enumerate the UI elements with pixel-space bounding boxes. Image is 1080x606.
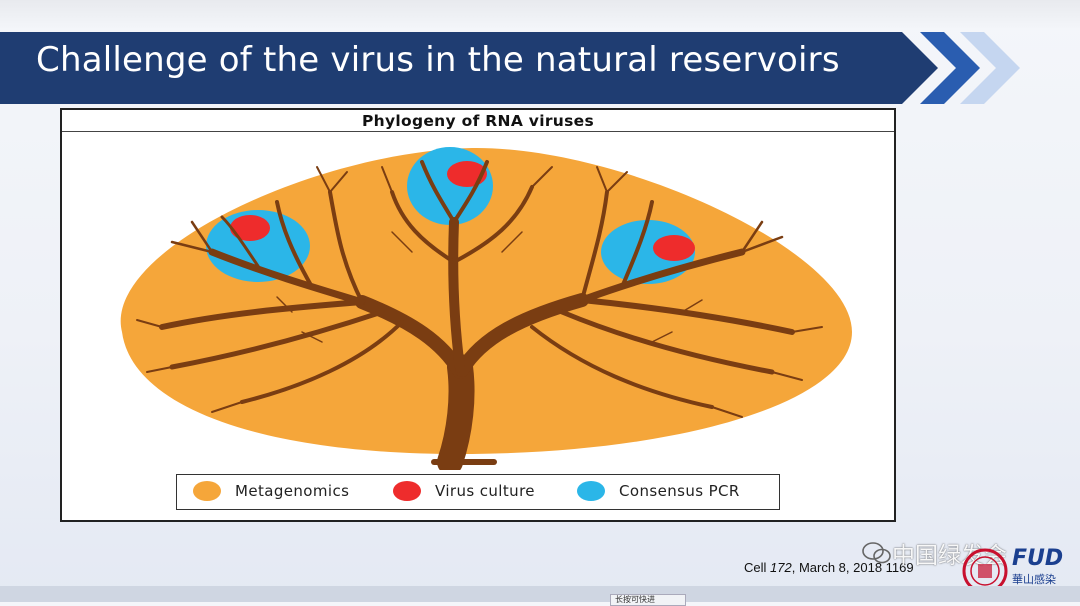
slide-title: Challenge of the virus in the natural re… (36, 40, 840, 80)
legend-label-virus-culture: Virus culture (435, 482, 535, 500)
figure-title: Phylogeny of RNA viruses (362, 112, 594, 130)
legend-item-consensus-pcr: Consensus PCR (577, 481, 740, 501)
fast-forward-tab[interactable]: 长按可快进 (610, 594, 686, 606)
metagenomics-swatch (193, 481, 221, 501)
chevron-icon (920, 32, 980, 104)
citation: Cell 172, March 8, 2018 1169 (744, 560, 914, 575)
citation-rest: , March 8, 2018 1169 (791, 560, 914, 575)
tree-illustration (120, 147, 852, 470)
top-strip (0, 0, 1080, 30)
legend-item-metagenomics: Metagenomics (193, 481, 349, 501)
banner-shape (0, 32, 1020, 104)
virus-culture-swatch (393, 481, 421, 501)
phylogeny-figure: Phylogeny of RNA viruses (60, 108, 896, 522)
citation-journal: Cell (744, 560, 771, 575)
legend-label-consensus-pcr: Consensus PCR (619, 482, 740, 500)
logo-subtext: 華山感染 (1012, 573, 1056, 586)
legend-item-virus-culture: Virus culture (393, 481, 535, 501)
wechat-icon (862, 542, 891, 564)
player-bar (0, 586, 1080, 602)
tree-branches (136, 160, 823, 470)
figure-title-divider (62, 131, 894, 132)
figure-legend: Metagenomics Virus culture Consensus PCR (176, 474, 780, 510)
virus-culture-circle-right (653, 235, 695, 261)
citation-volume: 172 (770, 560, 792, 575)
chevron-light-icon (960, 32, 1020, 104)
title-banner (0, 32, 1080, 104)
legend-label-metagenomics: Metagenomics (235, 482, 350, 500)
logo-text: FUD (1012, 546, 1064, 571)
consensus-pcr-swatch (577, 481, 605, 501)
virus-culture-circle-left (230, 215, 270, 241)
fudan-logo: FUD 華山感染 (1012, 546, 1063, 587)
